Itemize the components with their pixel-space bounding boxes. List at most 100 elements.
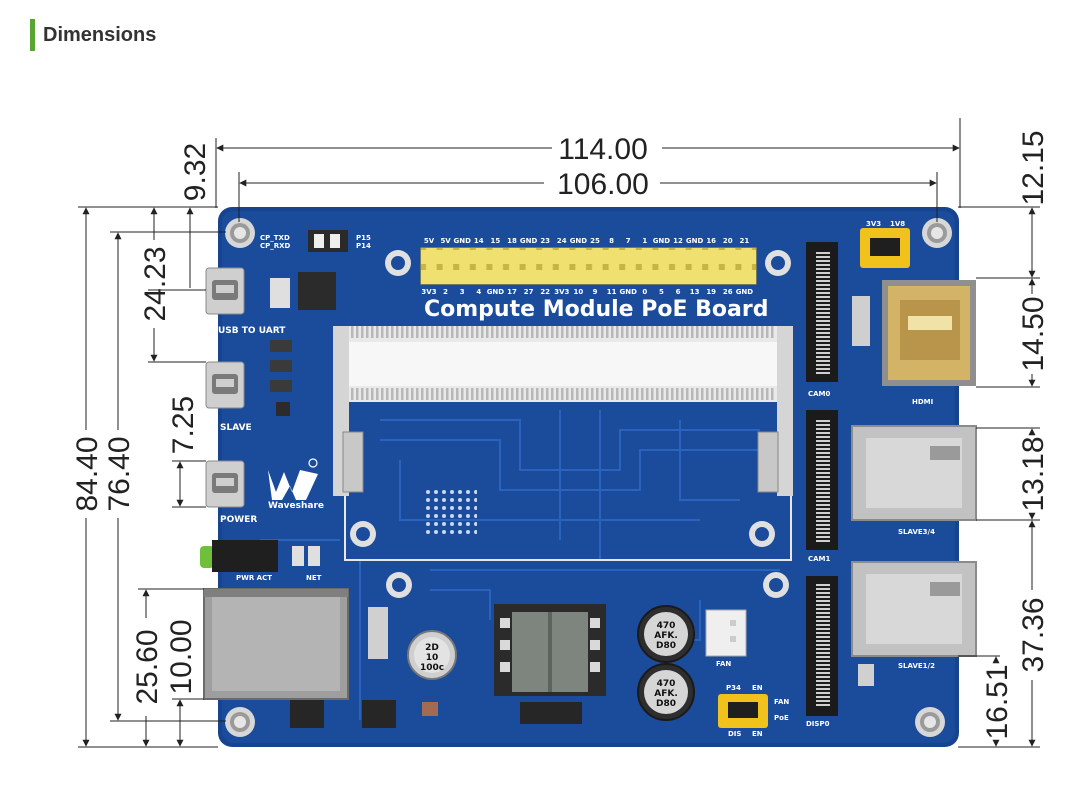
transistor-2 bbox=[270, 360, 292, 372]
label-cp-txd: CP_TXD bbox=[260, 234, 290, 242]
gpio-top-pin-label: 8 bbox=[609, 237, 614, 245]
label-net: NET bbox=[306, 574, 322, 582]
label-3v3: 3V3 bbox=[866, 220, 881, 228]
uart-chip bbox=[298, 272, 336, 310]
dim-slave-to-power: 7.25 bbox=[167, 396, 200, 454]
disp0-connector[interactable] bbox=[806, 576, 838, 716]
section-heading: Dimensions bbox=[30, 19, 156, 51]
label-pwr-act: PWR ACT bbox=[236, 574, 272, 582]
rj45-connector[interactable] bbox=[203, 588, 349, 700]
power-usb-connector[interactable] bbox=[205, 460, 245, 508]
cap2-line-2: D80 bbox=[656, 641, 676, 651]
fan-poe-jumper[interactable] bbox=[718, 694, 768, 728]
gpio-top-pin-label: 23 bbox=[540, 237, 550, 245]
gpio-bottom-pin-label: GND bbox=[619, 288, 637, 296]
gpio-bottom-pin-label: 5 bbox=[659, 288, 664, 296]
gpio-top-pin-label: GND bbox=[686, 237, 704, 245]
label-fan-poe: FAN bbox=[774, 698, 789, 706]
gpio-top-pin-label: 16 bbox=[706, 237, 716, 245]
cap3-line-0: 470 bbox=[657, 679, 676, 689]
gpio-bottom-pin-label: 9 bbox=[593, 288, 598, 296]
fuse bbox=[422, 702, 438, 716]
label-slave: SLAVE bbox=[220, 423, 252, 433]
poe-transformer bbox=[494, 604, 606, 696]
gpio-top-pin-label: 21 bbox=[740, 237, 750, 245]
voltage-jumper[interactable] bbox=[860, 228, 910, 268]
capacitor-3: 470 AFK. D80 bbox=[637, 663, 695, 721]
label-slave34: SLAVE3/4 bbox=[898, 528, 935, 536]
uart-dip-switch[interactable] bbox=[308, 230, 348, 252]
gpio-bottom-pin-label: 3 bbox=[460, 288, 465, 296]
transistor-1 bbox=[270, 340, 292, 352]
usb-slave34-port[interactable] bbox=[851, 425, 977, 521]
gpio-top-pin-label: 5V bbox=[440, 237, 451, 245]
label-p15: P15 bbox=[356, 234, 371, 242]
capacitor-1: 2D 10 100c bbox=[407, 630, 457, 680]
via-array bbox=[425, 488, 477, 534]
transistor-3 bbox=[270, 380, 292, 392]
dimension-lines bbox=[78, 118, 1040, 748]
label-usb-to-uart: USB TO UART bbox=[218, 326, 286, 336]
gpio-bottom-pin-label: 4 bbox=[476, 288, 481, 296]
dim-hole-spacing-y: 76.40 bbox=[103, 436, 136, 511]
gpio-bottom-pin-label: GND bbox=[736, 288, 754, 296]
dim-rj45-bottom: 10.00 bbox=[165, 619, 198, 694]
gpio-top-pin-label: GND bbox=[520, 237, 538, 245]
mounting-holes bbox=[225, 218, 952, 737]
label-cp-rxd: CP_RXD bbox=[260, 242, 291, 250]
poe-controller-ic bbox=[520, 702, 582, 724]
dim-overall-height: 84.40 bbox=[71, 436, 104, 511]
small-ic bbox=[276, 402, 290, 416]
label-1v8: 1V8 bbox=[890, 220, 905, 228]
dim-rj45-height: 25.60 bbox=[131, 629, 164, 704]
waveshare-logo: Waveshare bbox=[268, 458, 324, 511]
gpio-bottom-pin-label: 10 bbox=[574, 288, 584, 296]
pwr-act-led bbox=[200, 540, 278, 572]
label-dis: DIS bbox=[728, 730, 741, 738]
rj45-magnetics bbox=[368, 607, 388, 659]
net-led bbox=[292, 546, 304, 566]
label-p14: P14 bbox=[356, 242, 371, 250]
gpio-top-pin-label: 12 bbox=[673, 237, 683, 245]
gpio-bottom-pin-label: 13 bbox=[690, 288, 700, 296]
gpio-bottom-pin-label: 0 bbox=[642, 288, 647, 296]
label-cam0: CAM0 bbox=[808, 390, 831, 398]
label-en-bottom: EN bbox=[752, 730, 763, 738]
slave-usb-connector[interactable] bbox=[205, 361, 245, 409]
dimension-labels: 114.00 106.00 84.40 76.40 24.23 9.32 7.2… bbox=[71, 130, 1050, 739]
cam0-connector[interactable] bbox=[806, 242, 838, 382]
dim-overall-width: 114.00 bbox=[558, 133, 648, 166]
gpio-top-pin-label: GND bbox=[653, 237, 671, 245]
label-fan: FAN bbox=[716, 660, 731, 668]
gpio-bottom-pin-label: 2 bbox=[443, 288, 448, 296]
gpio-top-pin-label: 5V bbox=[424, 237, 435, 245]
dim-usb34-height: 13.18 bbox=[1017, 436, 1050, 511]
gpio-bottom-pin-label: 3V3 bbox=[554, 288, 569, 296]
usb-esd-array bbox=[858, 664, 874, 686]
heading-text: Dimensions bbox=[43, 23, 157, 46]
mounting-hole-top-left bbox=[225, 218, 255, 248]
gpio-top-pin-label: 7 bbox=[626, 237, 631, 245]
hdmi-connector[interactable] bbox=[882, 280, 976, 386]
dim-usb12-span: 37.36 bbox=[1017, 597, 1050, 672]
mounting-hole-bottom-left bbox=[225, 707, 255, 737]
dim-usb12-bottom: 16.51 bbox=[981, 664, 1014, 739]
cap2-line-1: AFK. bbox=[654, 631, 678, 641]
cam1-connector[interactable] bbox=[806, 410, 838, 550]
usb-slave12-port[interactable] bbox=[851, 561, 977, 657]
gpio-bottom-pin-label: 19 bbox=[706, 288, 716, 296]
label-en-top: EN bbox=[752, 684, 763, 692]
gpio-bottom-pin-label: 11 bbox=[607, 288, 617, 296]
label-cam1: CAM1 bbox=[808, 555, 831, 563]
usb-uart-connector[interactable] bbox=[205, 267, 245, 315]
cap2-line-0: 470 bbox=[657, 621, 676, 631]
cap1-line-0: 2D bbox=[425, 643, 439, 653]
gpio-top-pin-label: 1 bbox=[642, 237, 647, 245]
gpio-bottom-pin-label: 22 bbox=[540, 288, 550, 296]
fan-connector[interactable] bbox=[705, 609, 747, 657]
gpio-bottom-pin-label: GND bbox=[487, 288, 505, 296]
gpio-top-pin-label: 15 bbox=[491, 237, 501, 245]
heading-accent-bar bbox=[30, 19, 35, 51]
gpio-top-pin-label: 14 bbox=[474, 237, 484, 245]
